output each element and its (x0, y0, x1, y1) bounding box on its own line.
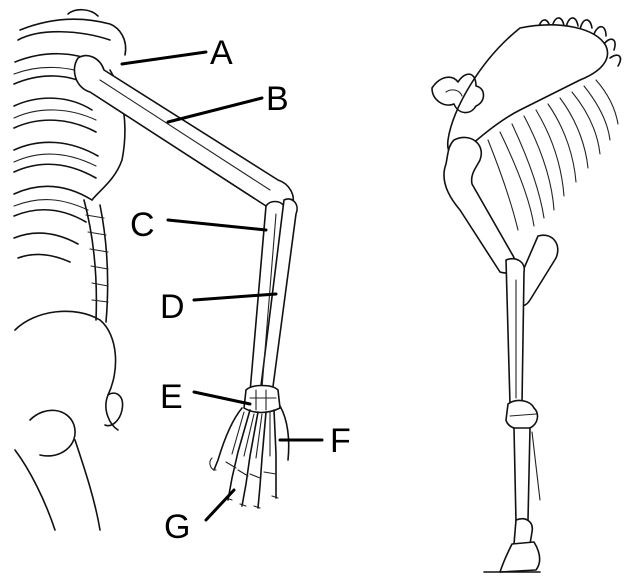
label-a: A (210, 34, 233, 72)
human-wrist (244, 386, 280, 413)
human-pelvis (15, 311, 123, 530)
leader-line-b (168, 98, 262, 122)
leader-line-a (122, 52, 206, 64)
horse-humerus (444, 137, 515, 272)
label-e: E (160, 378, 183, 416)
label-f: F (330, 422, 351, 460)
label-c: C (130, 206, 155, 244)
horse-lower-leg (484, 428, 540, 572)
horse-forearm (506, 235, 558, 404)
leader-line-e (194, 392, 250, 404)
human-spine (84, 200, 108, 322)
human-ribcage (14, 10, 126, 262)
human-arm-skeleton (14, 10, 297, 530)
human-hand (210, 406, 289, 508)
horse-scapula (448, 25, 608, 156)
human-humerus (74, 56, 293, 212)
label-g: G (164, 508, 190, 546)
leader-line-g (206, 490, 234, 520)
label-d: D (160, 288, 185, 326)
horse-foreleg-skeleton (432, 18, 620, 572)
label-b: B (266, 80, 289, 118)
horse-carpus (506, 401, 537, 430)
leader-line-c (168, 220, 266, 230)
